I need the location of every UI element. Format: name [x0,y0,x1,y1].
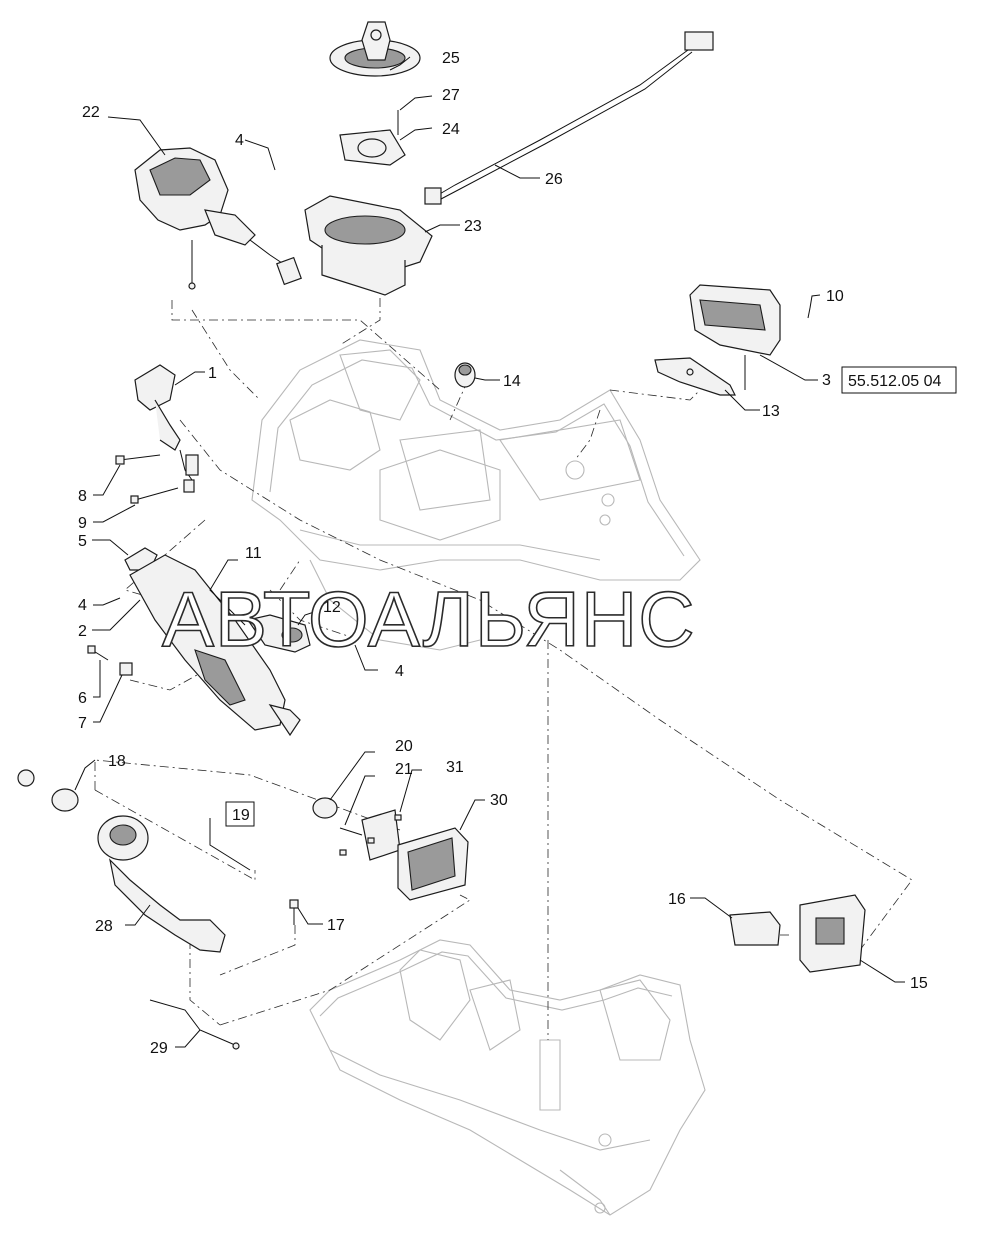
mounting-plate [339,110,406,166]
watermark-text: АВТОАЛЬЯНС [162,575,696,663]
callout-4-center: 4 [395,663,404,680]
screws-6-7 [87,645,133,676]
screw-10 [807,307,811,319]
storage-tray [304,195,433,296]
callout-25: 25 [442,50,460,67]
callout-18: 18 [108,753,126,770]
callout-30: 30 [490,792,508,809]
bezel-15 [799,894,866,973]
callout-3: 3 [822,372,831,389]
callout-20: 20 [395,738,413,755]
assembly-lines [94,260,913,1040]
callout-16: 16 [668,891,686,908]
callout-12: 12 [323,599,341,616]
cable-harness [424,31,714,205]
mounting-bracket [654,357,736,396]
key-switch [329,21,421,77]
callout-1: 1 [208,365,217,382]
reference-box-text: 55.512.05 04 [848,373,942,390]
callout-15: 15 [910,975,928,992]
callout-9: 9 [78,515,87,532]
screws-31 [339,814,402,856]
callout-4-left: 4 [78,597,87,614]
cap-18 [17,769,79,812]
callout-23: 23 [464,218,482,235]
upper-console-outline [251,339,701,651]
callout-28: 28 [95,918,113,935]
joystick [134,364,199,493]
callout-labels: 1 2 3 4 4 4 5 6 7 8 9 10 11 12 13 14 15 … [78,50,928,1057]
callout-24: 24 [442,121,460,138]
rotary-knob [454,362,476,388]
screw-17 [289,899,299,925]
screws-8-9 [115,454,179,504]
callout-13: 13 [762,403,780,420]
callout-4-top: 4 [235,132,244,149]
leader-lines [74,56,905,1048]
boxed-callout-frame [225,801,255,827]
callout-17: 17 [327,917,345,934]
lower-console-outline [309,939,706,1216]
grab-handle [97,815,226,953]
callout-2: 2 [78,623,87,640]
callout-22: 22 [82,104,100,121]
callout-8: 8 [78,488,87,505]
callout-6: 6 [78,690,87,707]
grip-handle-assembly [134,147,302,290]
wire-29 [149,999,240,1050]
callout-21: 21 [395,761,413,778]
callout-26: 26 [545,171,563,188]
callout-14: 14 [503,373,521,390]
monitor [397,827,469,901]
reference-box-frame [841,366,957,394]
callout-10: 10 [826,288,844,305]
switch-16 [729,911,781,946]
knob-20 [312,797,401,861]
instrument-panel [689,284,781,390]
boxed-callout-19: 19 [232,807,250,824]
callout-11: 11 [245,545,262,562]
callout-5: 5 [78,533,87,550]
switch-plate [247,614,311,653]
callout-31: 31 [446,759,464,776]
callout-27: 27 [442,87,460,104]
callout-29: 29 [150,1040,168,1057]
callout-7: 7 [78,715,87,732]
armrest-panel [129,554,301,737]
